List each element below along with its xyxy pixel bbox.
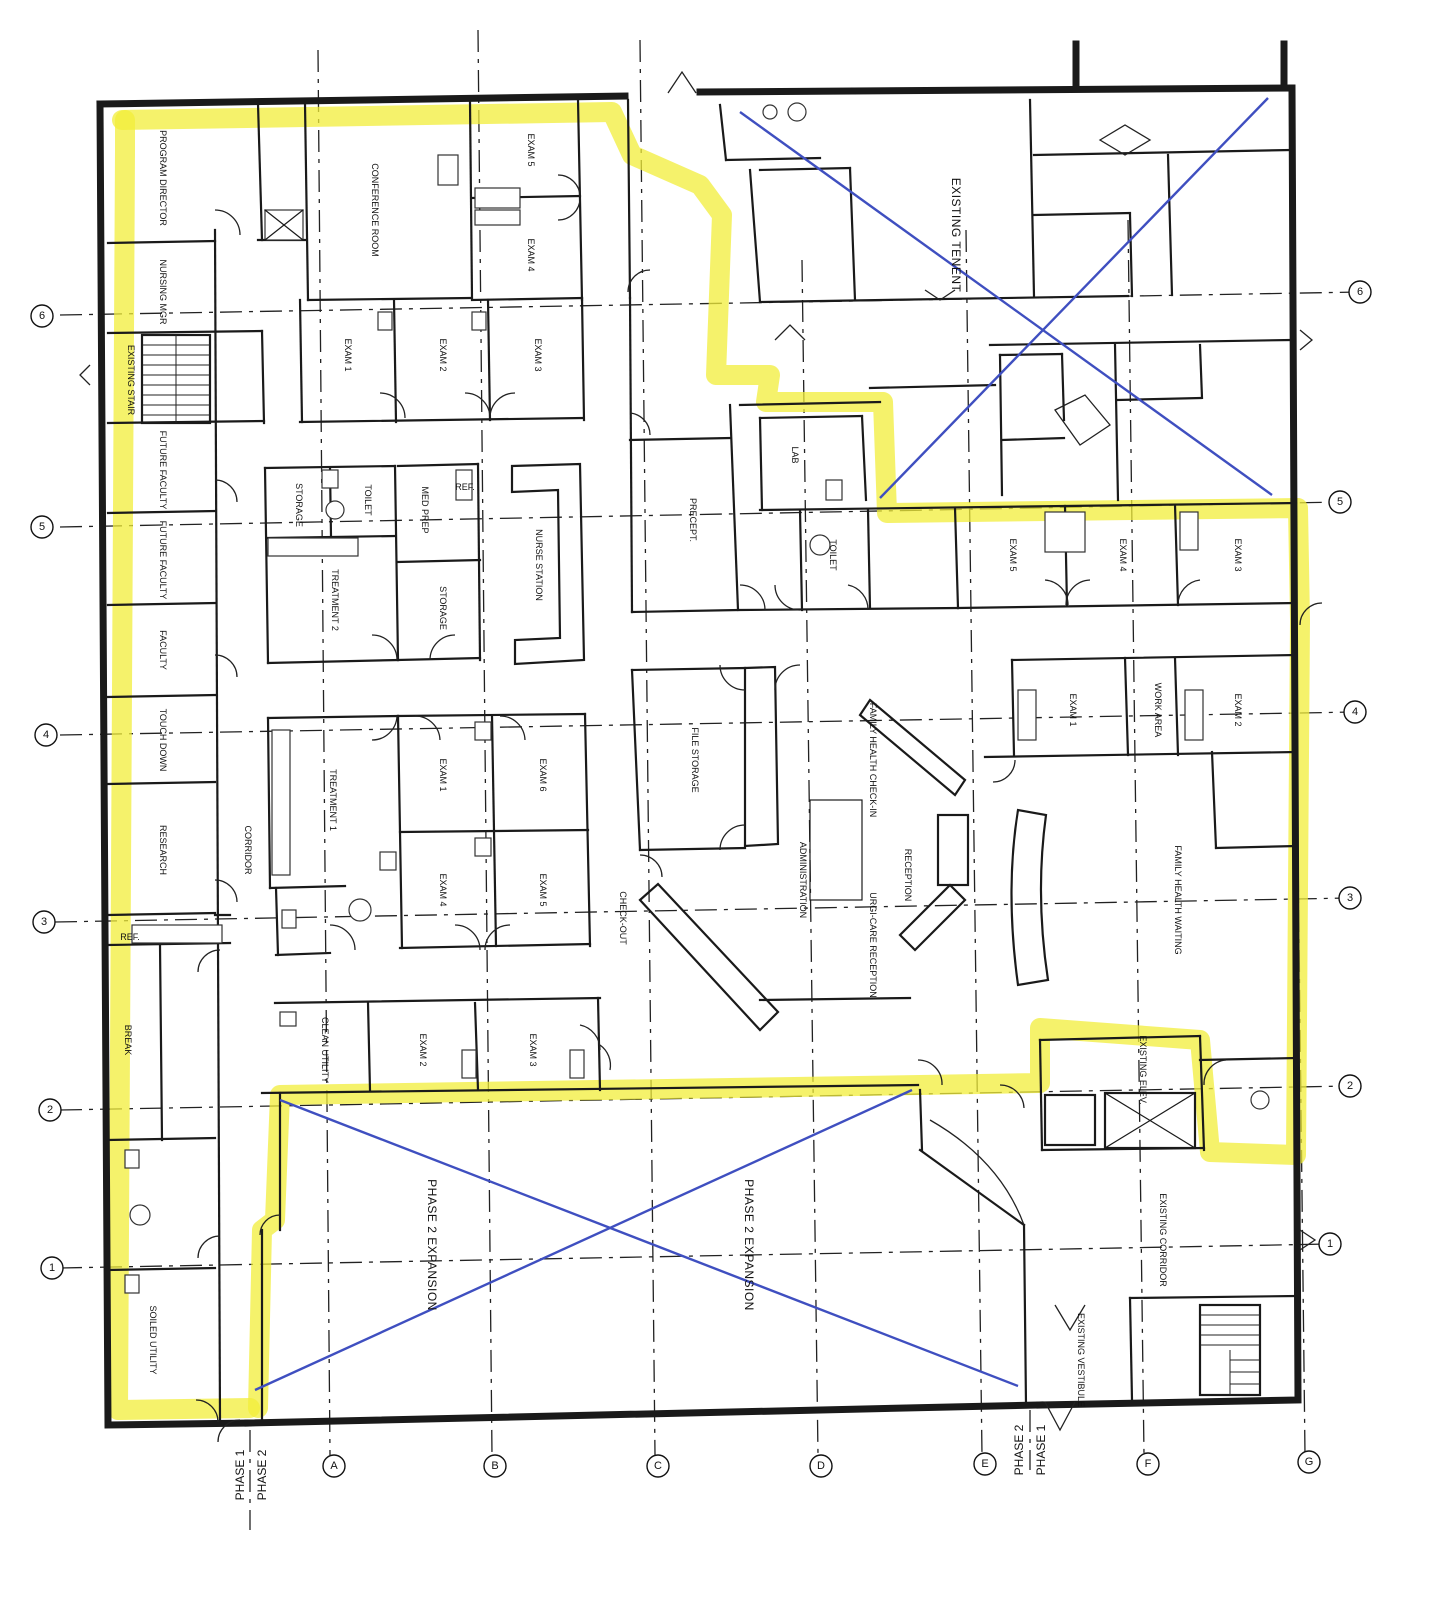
label-clean-utility: CLEAN UTILITY [320, 1017, 330, 1083]
col-bubble-e: E [981, 1458, 988, 1470]
label-family-health-checkin: FAMILY HEALTH CHECK-IN [868, 703, 878, 818]
phase-marker-left-bottom: PHASE 2 [255, 1449, 269, 1500]
room-labels: PROGRAM DIRECTOR NURSING MGR EXISTING ST… [120, 130, 1243, 1407]
col-bubble-a: A [330, 1460, 338, 1472]
label-exam-1-top: EXAM 1 [343, 338, 353, 371]
label-treatment-1: TREATMENT 1 [328, 769, 338, 831]
label-phase2-right: PHASE 2 EXPANSION [742, 1179, 756, 1311]
row-bubble-1-right: 1 [1327, 1238, 1333, 1250]
label-research: RESEARCH [158, 825, 168, 875]
label-existing-corridor: EXISTING CORRIDOR [1158, 1193, 1168, 1287]
label-soiled-utility: SOILED UTILITY [148, 1305, 158, 1374]
label-exam-3-low: EXAM 3 [528, 1033, 538, 1066]
interior-walls [106, 98, 1298, 1422]
cross-out-lines [254, 97, 1273, 1392]
label-future-faculty-1: FUTURE FACULTY [158, 431, 168, 510]
label-storage-mid: STORAGE [438, 586, 448, 630]
label-med-prep: MED PREP [420, 486, 430, 533]
label-treatment-2: TREATMENT 2 [330, 569, 340, 631]
label-toilet-top: TOILET [363, 484, 373, 516]
label-precept: PRECEPT. [688, 498, 698, 542]
col-bubble-b: B [491, 1460, 498, 1472]
label-phase2-left: PHASE 2 EXPANSION [425, 1179, 439, 1311]
label-exam-6-mid: EXAM 6 [538, 758, 548, 791]
label-future-faculty-2: FUTURE FACULTY [158, 521, 168, 600]
label-conference: CONFERENCE ROOM [370, 163, 380, 257]
phase-markers: PHASE 1 PHASE 2 PHASE 2 PHASE 1 [233, 1410, 1048, 1530]
label-program-director: PROGRAM DIRECTOR [158, 130, 168, 226]
col-bubble-g: G [1305, 1456, 1314, 1468]
highlight-markings [108, 102, 1310, 1420]
row-bubble-2-left: 2 [47, 1104, 53, 1116]
label-toilet-lab: TOILET [828, 539, 838, 571]
label-existing-stair: EXISTING STAIR [126, 345, 136, 416]
label-exam-1-mid: EXAM 1 [438, 758, 448, 791]
label-exam-5-mid: EXAM 5 [538, 873, 548, 906]
door-swings [79, 70, 1323, 1443]
stairs [140, 333, 1262, 1397]
label-administration: ADMINISTRATION [798, 842, 808, 918]
label-corridor-west: CORRIDOR [243, 826, 253, 875]
phase-marker-right-top: PHASE 2 [1012, 1424, 1026, 1475]
label-reception: RECEPTION [903, 849, 913, 902]
phase-marker-left-top: PHASE 1 [233, 1449, 247, 1500]
row-bubble-6-left: 6 [39, 310, 45, 322]
grid-row-bubbles-left: 6 5 4 3 2 1 [30, 304, 64, 1280]
label-lab: LAB [790, 446, 800, 463]
label-existing-vestibule: EXISTING VESTIBULE [1076, 1313, 1086, 1407]
col-bubble-d: D [817, 1460, 825, 1472]
label-touch-down: TOUCH DOWN [158, 709, 168, 772]
label-exam-4-mid: EXAM 4 [438, 873, 448, 906]
label-exam-1-right: EXAM 1 [1068, 693, 1078, 726]
label-exam-5-right: EXAM 5 [1008, 538, 1018, 571]
fixtures [124, 102, 1270, 1294]
label-exam-3-top: EXAM 3 [533, 338, 543, 371]
exterior-walls [96, 40, 1302, 1429]
label-exam-3-right: EXAM 3 [1233, 538, 1243, 571]
row-bubble-6-right: 6 [1357, 286, 1363, 298]
grid-column-bubbles: A B C D E F G [322, 1450, 1321, 1478]
label-exam-4-top: EXAM 4 [526, 238, 536, 271]
col-bubble-c: C [654, 1460, 662, 1472]
row-bubble-4-left: 4 [43, 729, 49, 741]
label-break-room: BREAK [123, 1025, 133, 1056]
label-file-storage: FILE STORAGE [690, 727, 700, 792]
label-faculty: FACULTY [158, 630, 168, 670]
col-bubble-f: F [1145, 1458, 1152, 1470]
label-exam-2-right: EXAM 2 [1233, 693, 1243, 726]
label-family-health-waiting: FAMILY HEALTH WAITING [1173, 845, 1183, 954]
row-bubble-5-left: 5 [39, 521, 45, 533]
label-storage-top: STORAGE [294, 483, 304, 527]
label-nursing-manager: NURSING MGR [158, 260, 168, 326]
row-bubble-5-right: 5 [1337, 496, 1343, 508]
label-urgent-care-reception: URGI-CARE RECEPTION [868, 892, 878, 998]
grid-row-bubbles-right: 6 5 4 3 2 1 [1318, 280, 1372, 1256]
label-exam-2-low: EXAM 2 [418, 1033, 428, 1066]
label-existing-elevator: EXISTING ELEV. [1138, 1035, 1148, 1104]
row-bubble-2-right: 2 [1347, 1080, 1353, 1092]
label-work-area: WORK AREA [1153, 683, 1163, 738]
label-exam-5-top: EXAM 5 [526, 133, 536, 166]
label-exam-2-top: EXAM 2 [438, 338, 448, 371]
label-nurse-station: NURSE STATION [534, 529, 544, 601]
label-refrigerator-1: REF. [120, 932, 140, 942]
row-bubble-3-left: 3 [41, 916, 47, 928]
phase-marker-right-bottom: PHASE 1 [1034, 1424, 1048, 1475]
label-existing-tenant: EXISTING TENENT [949, 178, 963, 293]
row-bubble-3-right: 3 [1347, 892, 1353, 904]
label-checkout: CHECK-OUT [618, 891, 628, 945]
label-refrigerator-2: REF. [455, 482, 475, 492]
row-bubble-1-left: 1 [49, 1262, 55, 1274]
row-bubble-4-right: 4 [1352, 706, 1358, 718]
label-exam-4-right: EXAM 4 [1118, 538, 1128, 571]
